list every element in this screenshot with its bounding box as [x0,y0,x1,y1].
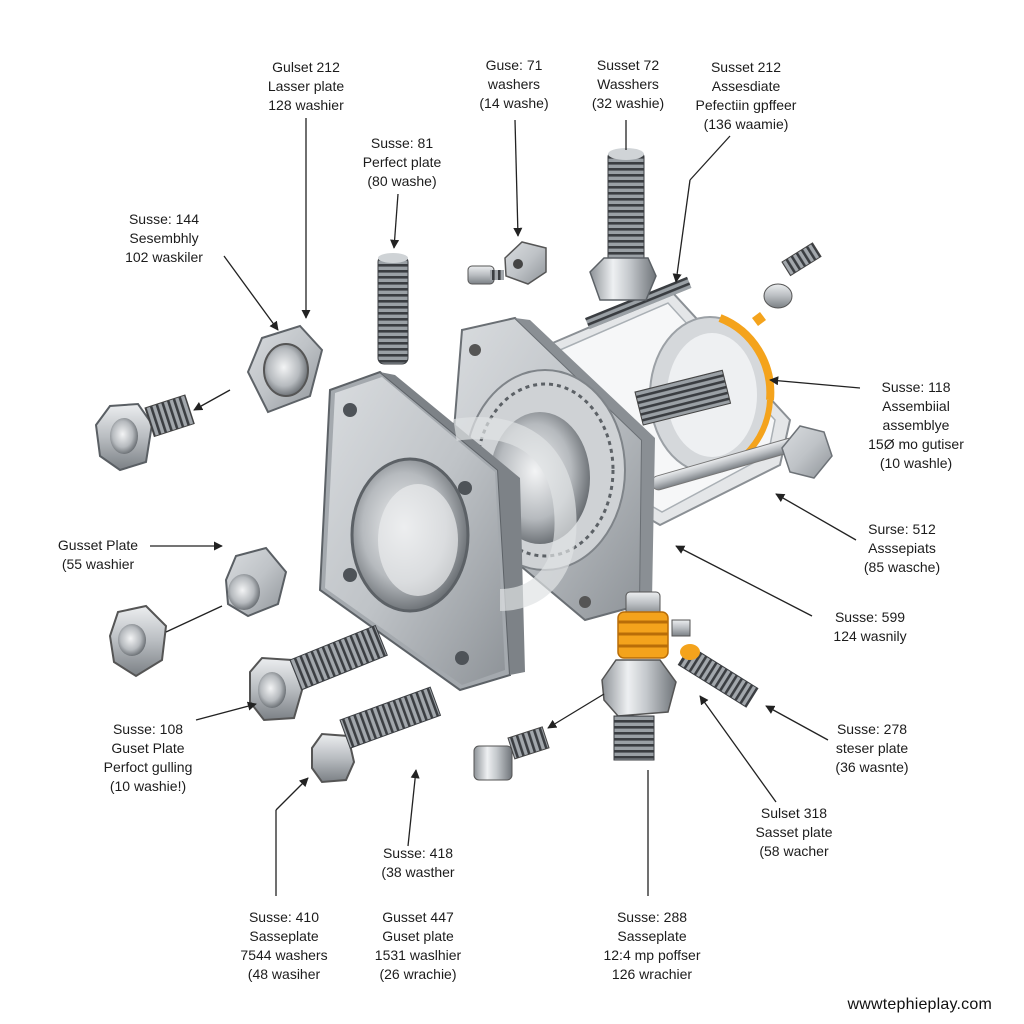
callout-line: Sasseplate [617,928,687,944]
callout-gusset-447: Gusset 447 Guset plate 1531 waslhier (26… [375,908,461,984]
callout-line: Susse: 410 [248,909,320,925]
callout-susse-108: Susse: 108 Guset Plate Perfoct gulling (… [104,720,193,796]
callout-susse-278: Susse: 278 steser plate (36 wasnte) [835,720,908,777]
callout-line: Lasser plate [267,78,345,94]
callout-line: washers [487,76,541,92]
callout-line: (36 wasnte) [835,759,909,775]
callout-line: Gusset Plate [57,537,139,553]
callout-guse-71: Guse: 71 washers (14 washe) [479,56,548,113]
callout-line: (55 washier [61,556,135,572]
callout-line: Susse: 599 [834,609,906,625]
callout-susse-418: Susse: 418 (38 wasther [381,844,454,882]
callout-line: Gusset 447 [382,909,454,925]
main-housing-assembly [318,276,833,692]
callout-line: Guset plate [382,928,454,944]
small-screw-top-right [763,242,822,309]
callout-susse-410: Susse: 410 Sasseplate 7544 washers (48 w… [240,908,327,984]
callout-line: (26 wrachie) [379,966,457,982]
callout-line: assemblye [882,417,950,433]
callout-susse-288: Susse: 288 Sasseplate 12:4 mp poffser 12… [603,908,700,984]
callout-line: Sasset plate [755,824,833,840]
callout-line: (14 washe) [479,95,549,111]
left-hex-bolt [94,394,195,472]
callout-susse-118: Susse: 118 Assembiial assemblye 15Ø mo g… [868,378,964,473]
callout-line: Asssepiats [868,540,936,556]
callout-line: (10 washie!) [109,778,187,794]
callout-line: Gulset 212 [272,59,340,75]
callout-sulset-318: Sulset 318 Sasset plate (58 wacher [755,804,832,861]
callout-line: Assesdiate [711,78,781,94]
callout-line: (136 waamie) [703,116,789,132]
callout-line: 126 wrachier [611,966,693,982]
hex-nut-left-mid [224,546,288,618]
website-watermark: wwwtephieplay.com [847,996,992,1013]
vertical-stud-center [377,253,409,365]
callout-line: (38 wasther [381,864,455,880]
callout-line: Susse: 288 [616,909,688,925]
vertical-hex-bolt-top [589,148,657,301]
callout-line: Perfect plate [362,154,442,170]
callout-line: Guse: 71 [485,57,543,73]
callout-line: Sulset 318 [760,805,828,821]
callout-line: (48 wasiher [247,966,321,982]
top-left-hex-nut [246,324,324,414]
callout-line: 15Ø mo gutiser [868,436,964,452]
callout-line: Sesembhly [129,230,199,246]
callout-line: (10 washle) [879,455,953,471]
callout-line: Assembiial [882,398,950,414]
callout-line: Wasshers [597,76,659,92]
callout-line: Susset 72 [596,57,660,73]
callout-susse-599: Susse: 599 124 wasnily [833,608,906,646]
callout-susset-72: Susset 72 Wasshers (32 washie) [592,56,664,113]
callout-line: Susse: 81 [370,135,434,151]
callout-line: Sasseplate [249,928,319,944]
small-block-nut [504,241,547,285]
leader-lines [150,118,861,896]
callout-susse-81: Susse: 81 Perfect plate (80 washe) [363,134,442,191]
callout-surse-512: Surse: 512 Asssepiats (85 wasche) [864,520,940,577]
angled-bolt-right [677,644,759,708]
callout-line: (85 wasche) [863,559,941,575]
short-bolt-bottom [473,726,550,781]
front-flange-plate [318,370,577,692]
callout-line: 7544 washers [240,947,328,963]
callout-line: steser plate [835,740,909,756]
large-hex-bolt-left [249,624,388,722]
small-screw-top [467,265,504,285]
callout-line: (58 wacher [759,843,829,859]
callout-line: 128 washier [268,97,344,113]
callout-line: Susse: 278 [836,721,908,737]
large-hex-bolt-bottom [311,686,442,784]
flanged-nut-left [108,604,168,678]
callout-line: Susse: 418 [382,845,454,861]
callout-line: Susse: 108 [112,721,184,737]
callout-line: Susset 212 [710,59,782,75]
callout-line: 124 wasnily [833,628,907,644]
callout-line: (32 washie) [591,95,665,111]
callout-line: Surse: 512 [868,521,936,537]
callout-susset-212: Susset 212 Assesdiate Pefectiin gpffeer … [696,58,797,134]
callout-susse-144: Susse: 144 Sesembhly 102 waskiler [125,210,203,267]
callout-line: Pefectiin gpffeer [695,97,797,113]
callout-line: Susse: 144 [128,211,200,227]
spring-bolt-assembly [601,591,691,761]
callout-line: Susse: 118 [881,379,951,395]
callout-gusset-plate: Gusset Plate (55 washier [58,536,138,574]
callout-line: 12:4 mp poffser [603,947,701,963]
callout-line: Perfoct gulling [103,759,193,775]
callout-line: (80 washe) [367,173,437,189]
callout-line: 1531 waslhier [374,947,462,963]
callout-line: 102 waskiler [125,249,203,265]
callout-line: Guset Plate [111,740,185,756]
callout-gulset-212: Gulset 212 Lasser plate 128 washier [268,58,344,115]
